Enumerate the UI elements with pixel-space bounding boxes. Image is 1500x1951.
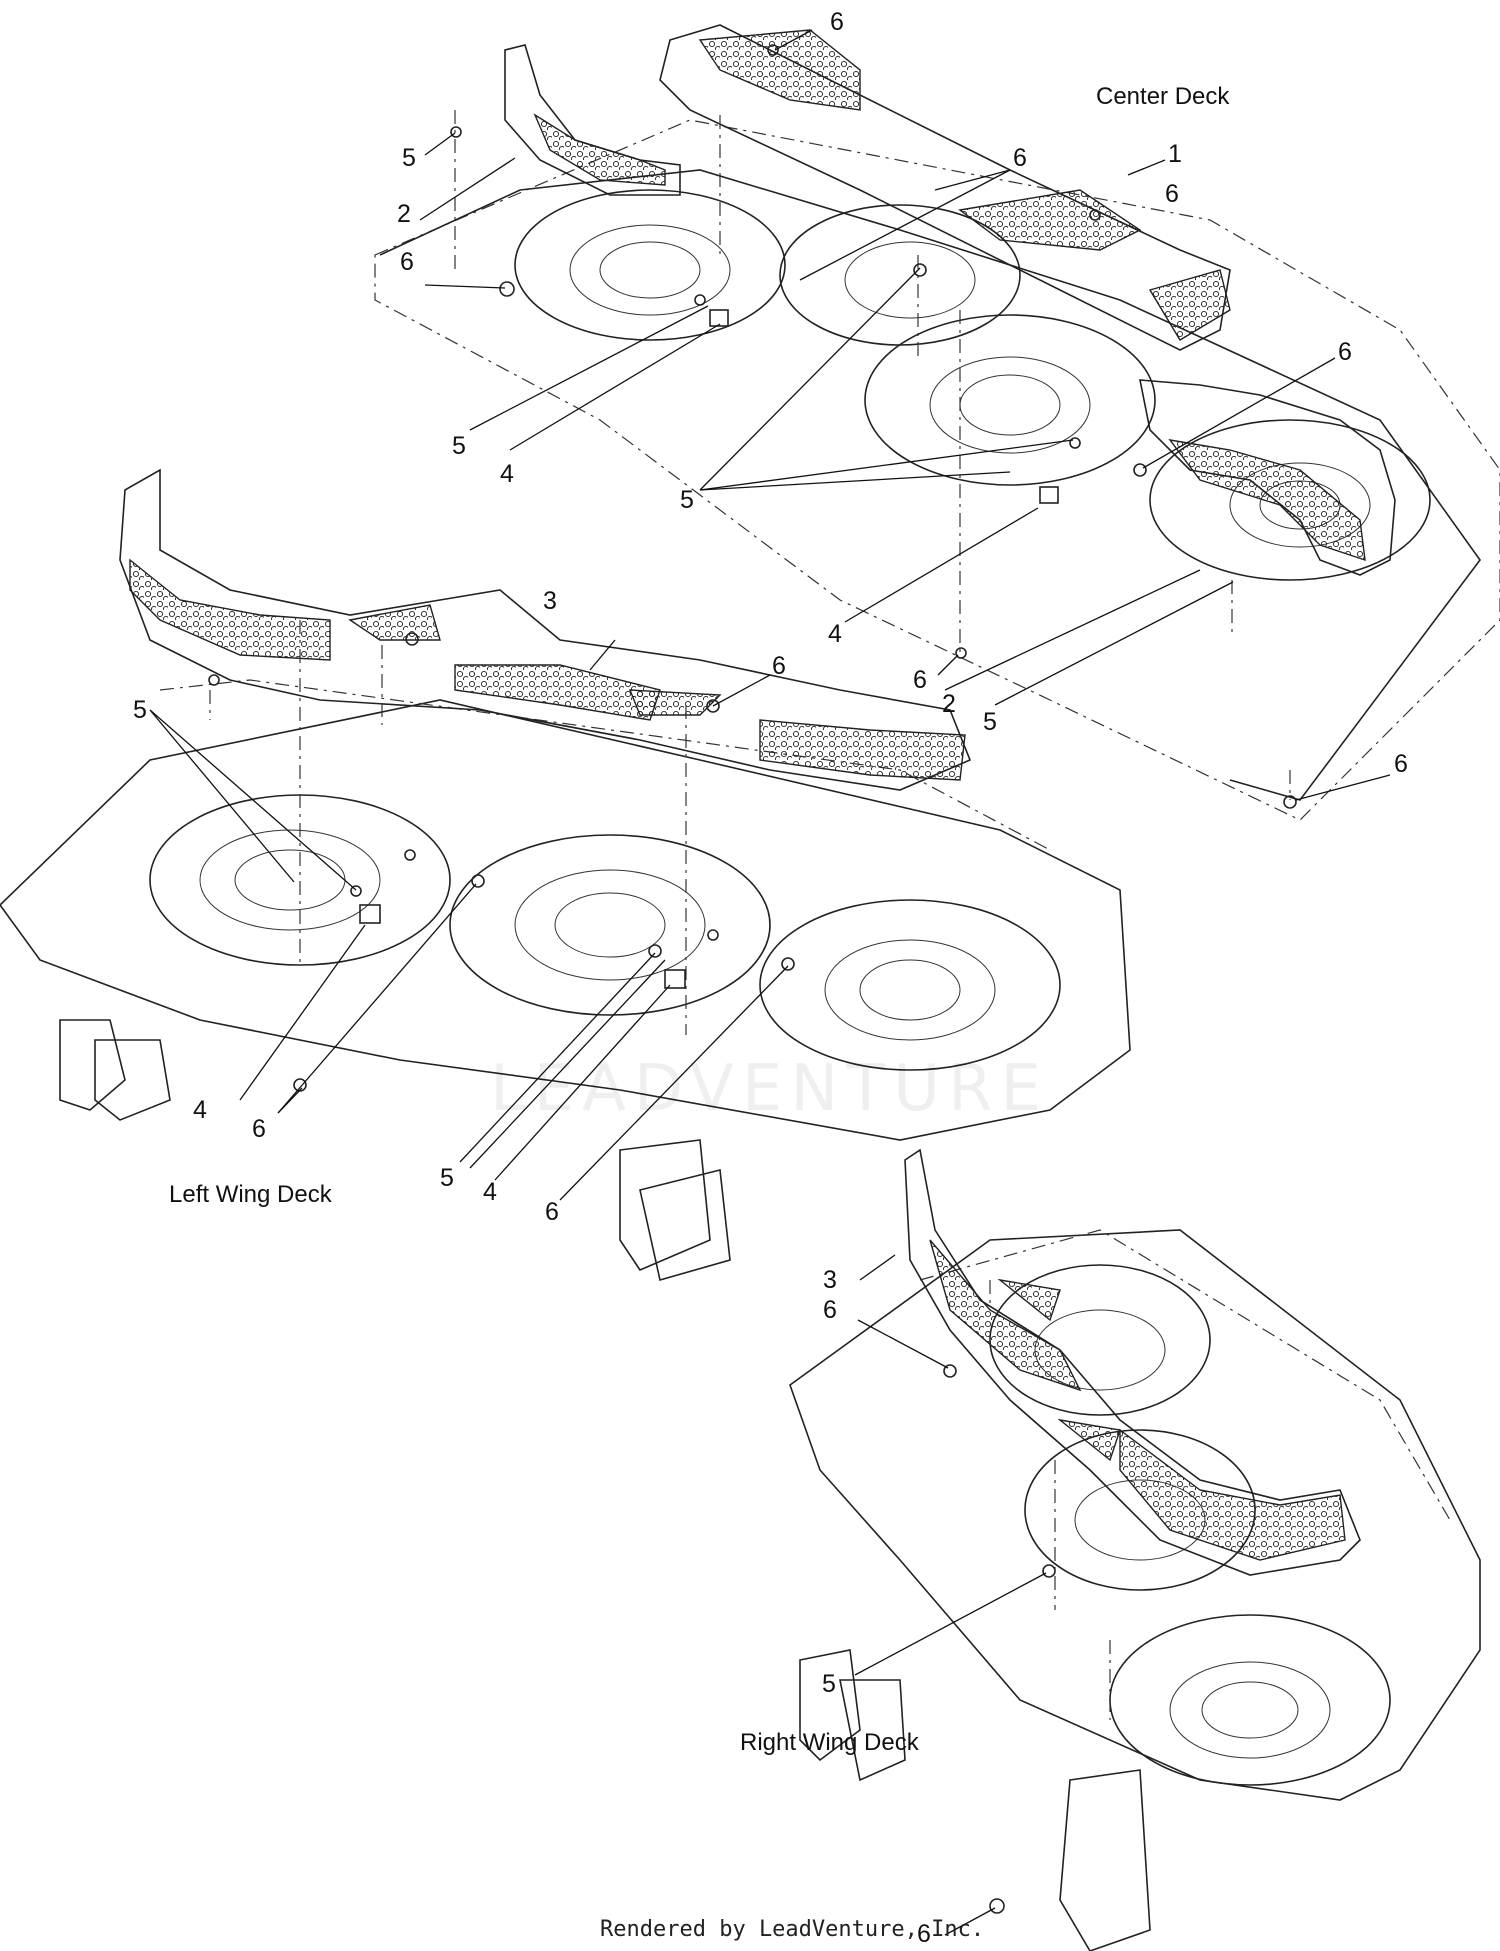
- callout-2: 2: [942, 690, 956, 718]
- callout-6: 6: [1013, 144, 1027, 172]
- callout-5: 5: [133, 696, 147, 724]
- callout-3: 3: [823, 1266, 837, 1294]
- right-wing-deck-drawing: [789, 1148, 1481, 1951]
- callout-5: 5: [680, 486, 694, 514]
- callout-6: 6: [252, 1115, 266, 1143]
- callout-4: 4: [483, 1178, 497, 1206]
- callouts: 6 5 2 6 6 1 6 5 4 5 6 4 6 2 5 6 3 6 5 4 …: [133, 8, 1408, 1948]
- callout-6: 6: [772, 652, 786, 680]
- callout-5: 5: [822, 1670, 836, 1698]
- watermark-text: LEADVENTURE: [490, 1052, 1049, 1126]
- render-credit: Rendered by LeadVenture, Inc.: [600, 1917, 984, 1942]
- callout-6: 6: [545, 1198, 559, 1226]
- callout-5: 5: [983, 708, 997, 736]
- callout-1: 1: [1168, 140, 1182, 168]
- callout-5: 5: [440, 1164, 454, 1192]
- callout-6: 6: [913, 666, 927, 694]
- callout-6: 6: [1394, 750, 1408, 778]
- callout-4: 4: [500, 460, 514, 488]
- callout-6: 6: [1338, 338, 1352, 366]
- callout-6: 6: [830, 8, 844, 36]
- center-deck-label: Center Deck: [1096, 83, 1230, 110]
- left-wing-deck-label: Left Wing Deck: [169, 1181, 333, 1208]
- left-wing-deck-drawing: [0, 468, 1131, 1282]
- callout-6: 6: [823, 1296, 837, 1324]
- callout-2: 2: [397, 200, 411, 228]
- callout-5: 5: [452, 432, 466, 460]
- callout-5: 5: [402, 144, 416, 172]
- callout-6: 6: [400, 248, 414, 276]
- callout-6: 6: [917, 1920, 931, 1948]
- callout-4: 4: [828, 620, 842, 648]
- right-wing-deck-label: Right Wing Deck: [740, 1729, 920, 1756]
- center-deck-drawing: [374, 24, 1500, 821]
- leader-lines: [149, 29, 1391, 1936]
- callout-6: 6: [1165, 180, 1179, 208]
- callout-4: 4: [193, 1096, 207, 1124]
- callout-3: 3: [543, 587, 557, 615]
